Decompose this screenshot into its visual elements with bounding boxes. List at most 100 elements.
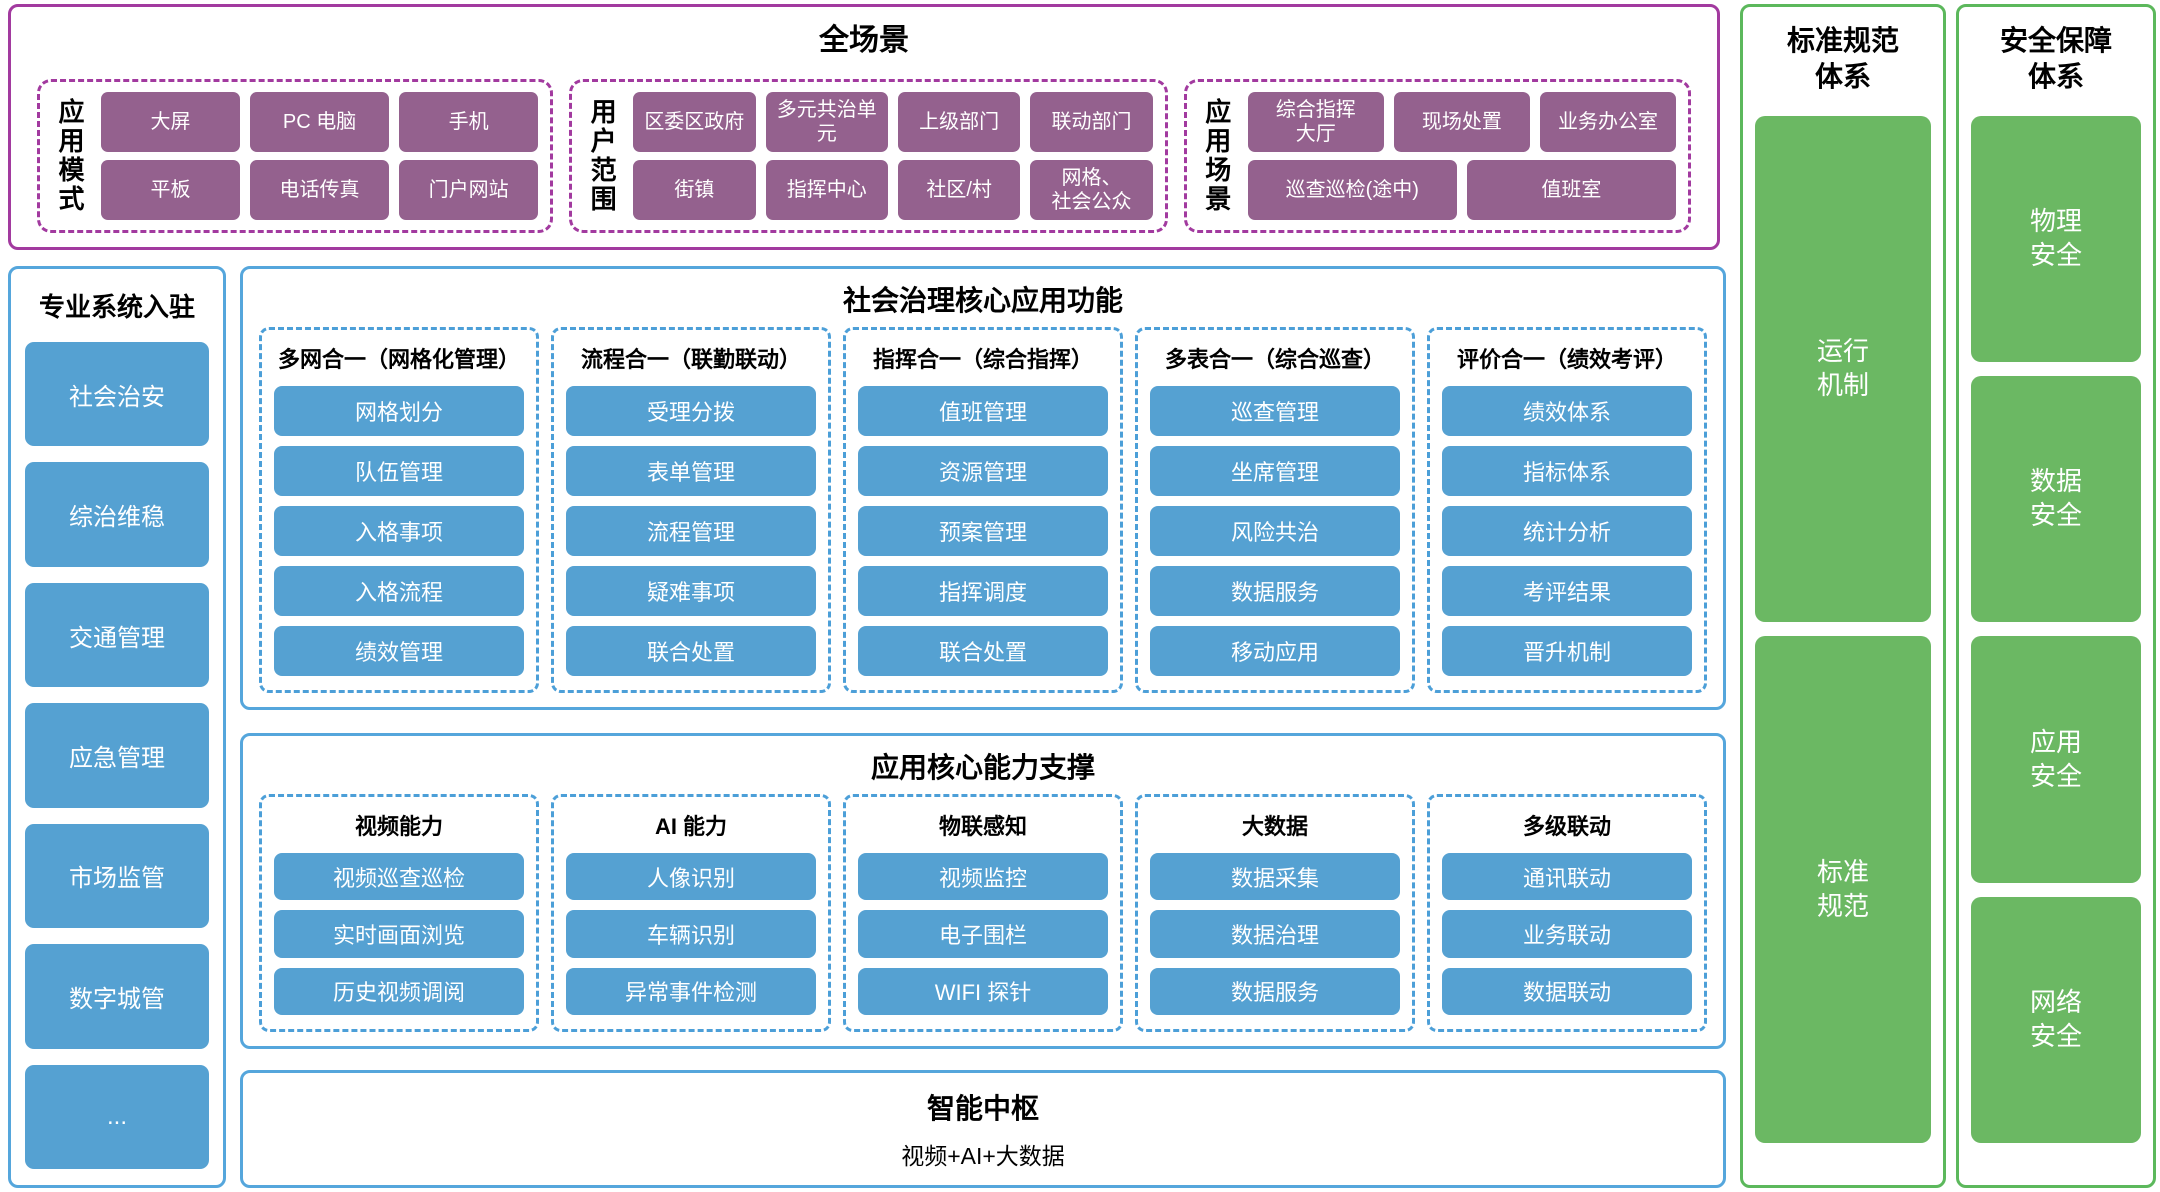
application-scene-group: 应用场景 综合指挥 大厅 现场处置 业务办公室 巡查巡检(途中) 值班室 [1183, 79, 1691, 233]
user-scope-grid: 区委区政府 多元共治单元 上级部门 联动部门 街镇 指挥中心 社区/村 网格、 … [633, 92, 1153, 220]
column-header: 指挥合一（综合指挥） [872, 347, 1093, 372]
sidebar-item: 综治维稳 [25, 462, 209, 567]
security-item: 数据 安全 [1971, 376, 2141, 623]
capability-item: 异常事件检测 [566, 967, 816, 1015]
capability-item: 车辆识别 [566, 910, 816, 958]
security-item: 物理 安全 [1971, 115, 2141, 363]
core-item: 指标体系 [1442, 446, 1692, 496]
mode-box: 大屏 [101, 92, 241, 152]
core-item: 表单管理 [566, 446, 816, 496]
capability-item: 数据服务 [1150, 967, 1400, 1015]
user-box: 联动部门 [1030, 92, 1153, 152]
core-columns: 多网合一（网格化管理） 网格划分 队伍管理 入格事项 入格流程 绩效管理 流程合… [243, 327, 1723, 707]
standards-title: 标准规范 体系 [1786, 25, 1899, 93]
capability-item: 数据治理 [1150, 910, 1400, 958]
security-system-panel: 安全保障 体系 物理 安全 数据 安全 应用 安全 网络 安全 [1956, 4, 2156, 1188]
column-header: 多网合一（网格化管理） [277, 347, 520, 372]
capability-column-video: 视频能力 视频巡查巡检 实时画面浏览 历史视频调阅 [259, 794, 539, 1032]
application-mode-label: 应用模式 [55, 98, 85, 214]
user-box: 指挥中心 [765, 160, 888, 220]
core-item: 流程管理 [566, 506, 816, 556]
application-mode-group: 应用模式 大屏 PC 电脑 手机 平板 电话传真 门户网站 [37, 79, 554, 233]
core-item: 指挥调度 [858, 566, 1108, 616]
core-item: 值班管理 [858, 386, 1108, 436]
grid-row: 综合指挥 大厅 现场处置 业务办公室 [1247, 92, 1676, 152]
user-box: 多元共治单元 [765, 92, 888, 152]
sidebar-item: 交通管理 [25, 582, 209, 688]
user-box: 区委区政府 [633, 92, 756, 152]
core-title: 社会治理核心应用功能 [842, 285, 1123, 316]
column-header: 大数据 [1241, 814, 1308, 839]
grid-row: 区委区政府 多元共治单元 上级部门 联动部门 [633, 92, 1153, 152]
core-item: 坐席管理 [1150, 446, 1400, 496]
column-header: 视频能力 [354, 814, 443, 839]
core-item: 疑难事项 [566, 566, 816, 616]
user-scope-group: 用户范围 区委区政府 多元共治单元 上级部门 联动部门 街镇 指挥中心 社区/村… [569, 79, 1168, 233]
column-header: 物联感知 [938, 814, 1027, 839]
scenario-groups: 应用模式 大屏 PC 电脑 手机 平板 电话传真 门户网站 用户范围 [37, 79, 1691, 233]
security-item: 应用 安全 [1971, 636, 2141, 883]
core-item: 网格划分 [274, 386, 524, 436]
intelligent-hub-panel: 智能中枢 视频+AI+大数据 [240, 1070, 1726, 1188]
capability-item: 数据联动 [1442, 967, 1692, 1015]
core-item: 资源管理 [858, 446, 1108, 496]
sidebar-item: 市场监管 [25, 823, 209, 929]
hub-title: 智能中枢 [926, 1093, 1039, 1124]
core-column-inspection: 多表合一（综合巡查） 巡查管理 坐席管理 风险共治 数据服务 移动应用 [1135, 327, 1415, 693]
capability-item: WIFI 探针 [858, 967, 1108, 1015]
application-scene-grid: 综合指挥 大厅 现场处置 业务办公室 巡查巡检(途中) 值班室 [1247, 92, 1676, 220]
grid-row: 街镇 指挥中心 社区/村 网格、 社会公众 [633, 160, 1153, 220]
capability-column-iot: 物联感知 视频监控 电子围栏 WIFI 探针 [843, 794, 1123, 1032]
core-item: 受理分拨 [566, 386, 816, 436]
capability-column-ai: AI 能力 人像识别 车辆识别 异常事件检测 [551, 794, 831, 1032]
standards-item: 标准 规范 [1755, 636, 1931, 1143]
security-items: 物理 安全 数据 安全 应用 安全 网络 安全 [1959, 102, 2153, 1185]
core-item: 联合处置 [566, 626, 816, 676]
scene-box: 业务办公室 [1539, 92, 1676, 152]
standards-item: 运行 机制 [1755, 115, 1931, 623]
grid-row: 巡查巡检(途中) 值班室 [1247, 160, 1676, 220]
sidebar-title: 专业系统入驻 [38, 292, 195, 322]
core-item: 入格事项 [274, 506, 524, 556]
capability-support-panel: 应用核心能力支撑 视频能力 视频巡查巡检 实时画面浏览 历史视频调阅 AI 能力… [240, 733, 1726, 1049]
core-item: 考评结果 [1442, 566, 1692, 616]
mode-box: 电话传真 [250, 160, 390, 220]
standards-items: 运行 机制 标准 规范 [1743, 102, 1943, 1185]
sidebar-items: 社会治安 综治维稳 交通管理 应急管理 市场监管 数字城管 ... [11, 334, 223, 1185]
mode-box: 门户网站 [399, 160, 539, 220]
scene-box: 巡查巡检(途中) [1247, 160, 1457, 220]
capability-item: 电子围栏 [858, 910, 1108, 958]
column-header: 多级联动 [1522, 814, 1611, 839]
capability-item: 业务联动 [1442, 910, 1692, 958]
user-box: 社区/村 [897, 160, 1021, 220]
core-item: 巡查管理 [1150, 386, 1400, 436]
capability-item: 视频监控 [858, 853, 1108, 901]
mode-box: 平板 [101, 160, 241, 220]
scene-box: 综合指挥 大厅 [1247, 92, 1384, 152]
security-item: 网络 安全 [1971, 896, 2141, 1144]
capability-column-bigdata: 大数据 数据采集 数据治理 数据服务 [1135, 794, 1415, 1032]
core-item: 晋升机制 [1442, 626, 1692, 676]
professional-systems-panel: 专业系统入驻 社会治安 综治维稳 交通管理 应急管理 市场监管 数字城管 ... [8, 266, 226, 1188]
scene-box: 现场处置 [1393, 92, 1530, 152]
user-scope-label: 用户范围 [587, 98, 618, 214]
mode-box: 手机 [399, 92, 539, 152]
core-item: 联合处置 [858, 626, 1108, 676]
hub-subtitle: 视频+AI+大数据 [901, 1143, 1065, 1169]
grid-row: 平板 电话传真 门户网站 [101, 160, 539, 220]
user-box: 街镇 [633, 160, 756, 220]
sidebar-item: 社会治安 [25, 342, 209, 447]
application-scene-label: 应用场景 [1201, 98, 1232, 214]
column-header: 流程合一（联勤联动） [580, 347, 801, 372]
core-item: 统计分析 [1442, 506, 1692, 556]
core-column-command: 指挥合一（综合指挥） 值班管理 资源管理 预案管理 指挥调度 联合处置 [843, 327, 1123, 693]
column-header: AI 能力 [654, 814, 728, 839]
band-title: 全场景 [819, 24, 909, 57]
core-item: 数据服务 [1150, 566, 1400, 616]
full-scenario-band: 全场景 应用模式 大屏 PC 电脑 手机 平板 电话传真 门户网站 [8, 4, 1720, 250]
capability-columns: 视频能力 视频巡查巡检 实时画面浏览 历史视频调阅 AI 能力 人像识别 车辆识… [243, 794, 1723, 1046]
sidebar-item: 数字城管 [25, 944, 209, 1049]
sidebar-item: 应急管理 [25, 703, 209, 808]
capability-item: 视频巡查巡检 [274, 853, 524, 901]
